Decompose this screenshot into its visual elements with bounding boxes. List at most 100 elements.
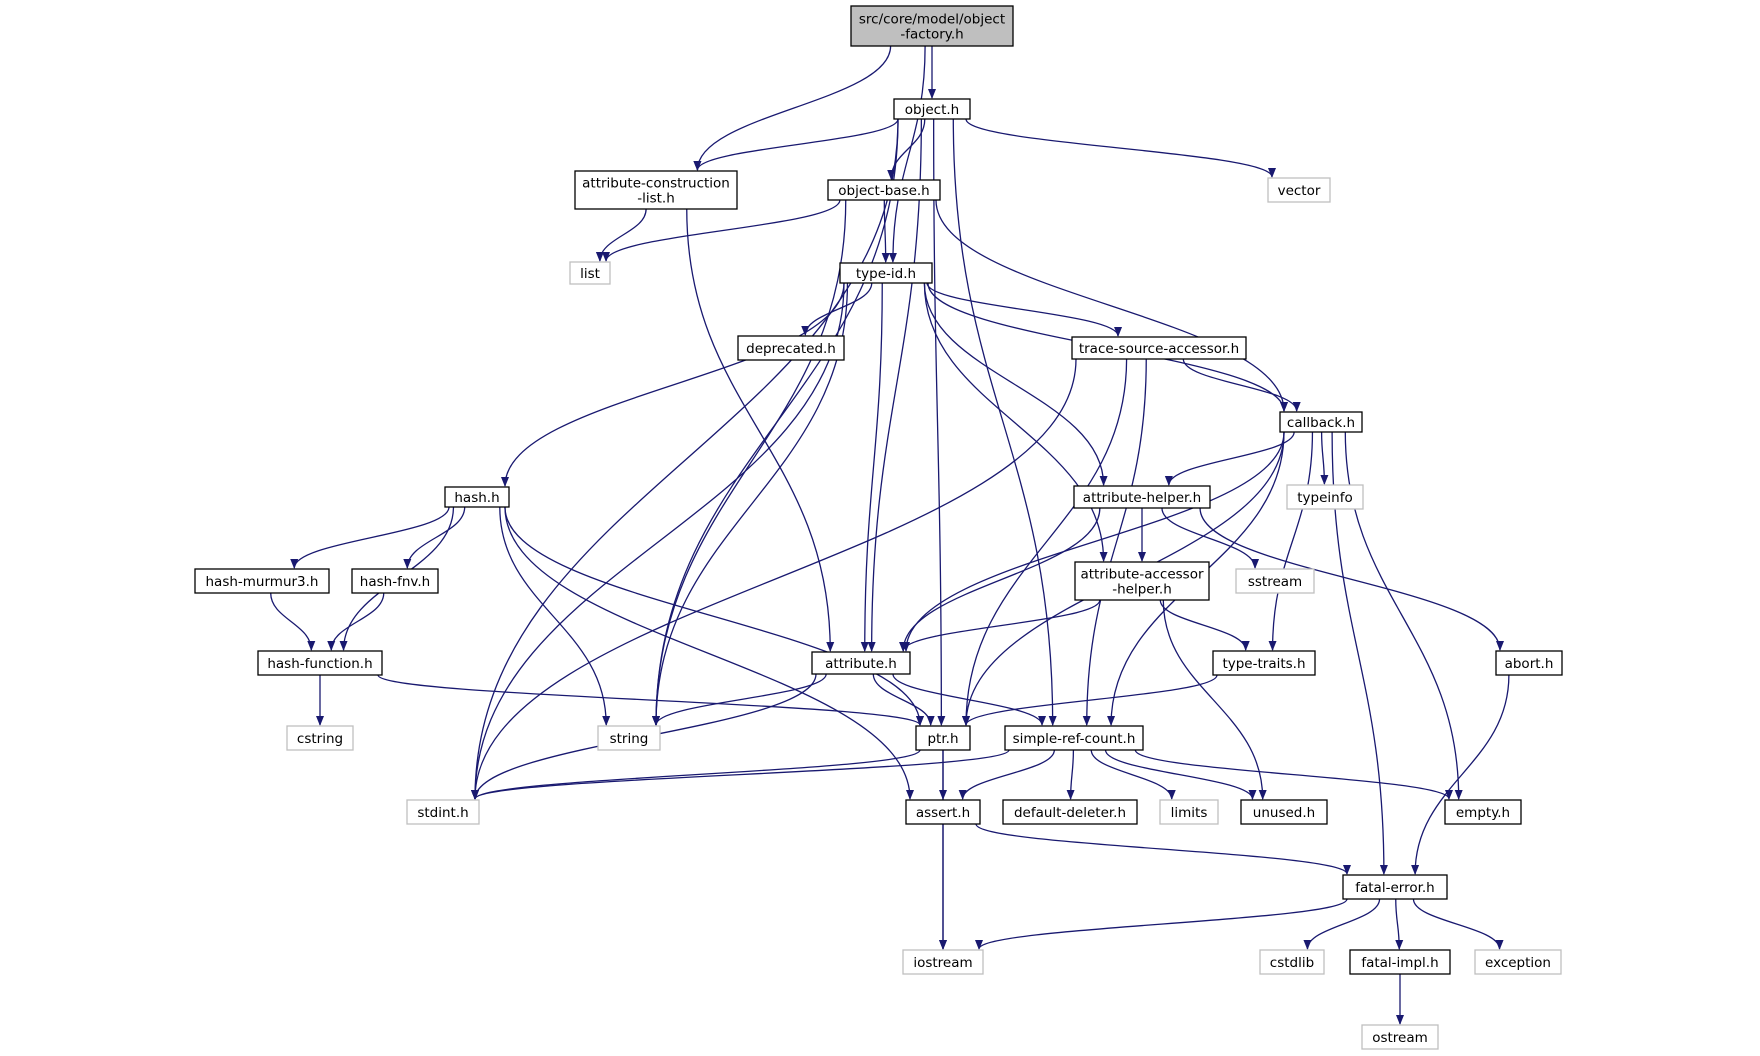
edge-attribute-to-srcount bbox=[892, 673, 1046, 726]
node-murmur[interactable]: hash-murmur3.h bbox=[194, 568, 330, 594]
node-unused[interactable]: unused.h bbox=[1240, 799, 1328, 825]
edge-murmur-to-hashfunc bbox=[270, 592, 316, 651]
node-label: hash-function.h bbox=[267, 656, 372, 672]
edge-object-to-vector bbox=[965, 118, 1276, 178]
node-objbase[interactable]: object-base.h bbox=[827, 179, 941, 201]
node-label: -factory.h bbox=[900, 27, 963, 43]
node-box bbox=[194, 568, 330, 594]
node-label: object.h bbox=[905, 102, 959, 118]
edge-callback-to-attribute bbox=[902, 431, 1285, 652]
node-label: empty.h bbox=[1456, 805, 1510, 821]
node-acl[interactable]: attribute-construction-list.h bbox=[574, 170, 738, 210]
node-label: unused.h bbox=[1253, 805, 1315, 821]
edge-tsa-to-callback bbox=[1182, 358, 1301, 412]
node-box bbox=[1071, 336, 1247, 360]
node-defdel[interactable]: default-deleter.h bbox=[1002, 799, 1138, 825]
node-ptr[interactable]: ptr.h bbox=[915, 725, 971, 751]
node-exception: exception bbox=[1474, 949, 1562, 975]
node-fnv[interactable]: hash-fnv.h bbox=[351, 568, 439, 594]
edge-objbase-to-string bbox=[652, 199, 847, 726]
node-box bbox=[569, 261, 611, 285]
node-iostream: iostream bbox=[902, 949, 984, 975]
node-box bbox=[811, 651, 911, 675]
node-abort[interactable]: abort.h bbox=[1495, 650, 1563, 676]
node-label: simple-ref-count.h bbox=[1013, 731, 1136, 747]
edge-athelper-to-attribute bbox=[899, 507, 1101, 652]
node-label: iostream bbox=[913, 955, 972, 971]
node-label: cstring bbox=[297, 731, 343, 747]
edge-srcount-to-empty bbox=[1134, 749, 1453, 800]
edge-srcount-to-defdel bbox=[1066, 749, 1075, 800]
node-deprecated[interactable]: deprecated.h bbox=[737, 335, 845, 361]
node-box bbox=[1267, 177, 1331, 203]
edge-srcount-to-unused bbox=[1104, 749, 1257, 800]
node-box bbox=[406, 799, 480, 825]
node-box bbox=[737, 335, 845, 361]
node-assert[interactable]: assert.h bbox=[905, 799, 981, 825]
node-box bbox=[1495, 650, 1563, 676]
node-label: fatal-error.h bbox=[1355, 880, 1435, 896]
edge-hash-to-assert bbox=[504, 506, 914, 800]
node-label: abort.h bbox=[1505, 656, 1554, 672]
node-label: ostream bbox=[1372, 1030, 1428, 1046]
node-cstring: cstring bbox=[286, 725, 354, 751]
node-empty[interactable]: empty.h bbox=[1444, 799, 1522, 825]
node-aah[interactable]: attribute-accessor-helper.h bbox=[1074, 561, 1210, 601]
node-limits: limits bbox=[1159, 799, 1219, 825]
node-fatalimpl[interactable]: fatal-impl.h bbox=[1349, 949, 1451, 975]
edge-root-to-acl bbox=[693, 45, 892, 171]
edge-fatalerror-to-exception bbox=[1412, 898, 1504, 950]
edge-aah-to-attribute bbox=[899, 599, 1101, 652]
edge-acl-to-list bbox=[595, 208, 647, 262]
node-label: exception bbox=[1485, 955, 1551, 971]
edge-fnv-to-hashfunc bbox=[327, 592, 385, 651]
node-label: fatal-impl.h bbox=[1361, 955, 1438, 971]
node-box bbox=[905, 799, 981, 825]
node-box bbox=[444, 486, 510, 508]
node-string: string bbox=[597, 725, 661, 751]
node-typeid[interactable]: type-id.h bbox=[839, 262, 933, 284]
node-label: -list.h bbox=[637, 191, 675, 207]
node-attribute[interactable]: attribute.h bbox=[811, 651, 911, 675]
edge-attribute-to-string bbox=[652, 673, 827, 726]
edge-hash-to-string bbox=[499, 506, 611, 726]
node-box bbox=[286, 725, 354, 751]
edge-srcount-to-assert bbox=[958, 749, 1055, 800]
edge-fatalerror-to-cstdlib bbox=[1303, 898, 1381, 950]
node-box bbox=[574, 170, 738, 210]
node-box bbox=[1444, 799, 1522, 825]
node-label: default-deleter.h bbox=[1014, 805, 1126, 821]
node-root[interactable]: src/core/model/object-factory.h bbox=[850, 5, 1014, 47]
node-label: -helper.h bbox=[1112, 582, 1172, 598]
node-list: list bbox=[569, 261, 611, 285]
node-ostream: ostream bbox=[1361, 1024, 1439, 1050]
node-typeinfo: typeinfo bbox=[1286, 484, 1364, 510]
node-label: deprecated.h bbox=[746, 341, 836, 357]
edge-typeid-to-aah bbox=[923, 282, 1108, 562]
edge-objbase-to-callback bbox=[935, 199, 1288, 412]
edge-objbase-to-typeid bbox=[881, 199, 890, 263]
node-box bbox=[902, 949, 984, 975]
node-object[interactable]: object.h bbox=[893, 98, 971, 120]
edge-hash-to-ptr bbox=[504, 506, 924, 726]
edge-srcount-to-stdint bbox=[471, 749, 1010, 800]
node-box bbox=[351, 568, 439, 594]
node-box bbox=[1286, 484, 1364, 510]
node-label: attribute.h bbox=[825, 656, 897, 672]
node-box bbox=[1259, 949, 1325, 975]
node-hashfunc[interactable]: hash-function.h bbox=[257, 650, 383, 676]
edge-acl-to-attribute bbox=[686, 208, 835, 652]
edge-object-to-acl bbox=[693, 118, 899, 171]
node-fatalerror[interactable]: fatal-error.h bbox=[1342, 874, 1448, 900]
node-srcount[interactable]: simple-ref-count.h bbox=[1004, 725, 1144, 751]
node-callback[interactable]: callback.h bbox=[1279, 411, 1363, 433]
node-hash[interactable]: hash.h bbox=[444, 486, 510, 508]
edge-typeid-to-athelper bbox=[923, 282, 1108, 486]
edge-fatalerror-to-fatalimpl bbox=[1395, 898, 1404, 950]
node-box bbox=[1004, 725, 1144, 751]
node-tsa[interactable]: trace-source-accessor.h bbox=[1071, 336, 1247, 360]
edge-assert-to-fatalerror bbox=[975, 823, 1351, 875]
edge-tsa-to-srcount bbox=[1082, 358, 1147, 726]
node-athelper[interactable]: attribute-helper.h bbox=[1073, 485, 1211, 509]
node-typetraits[interactable]: type-traits.h bbox=[1212, 650, 1316, 676]
